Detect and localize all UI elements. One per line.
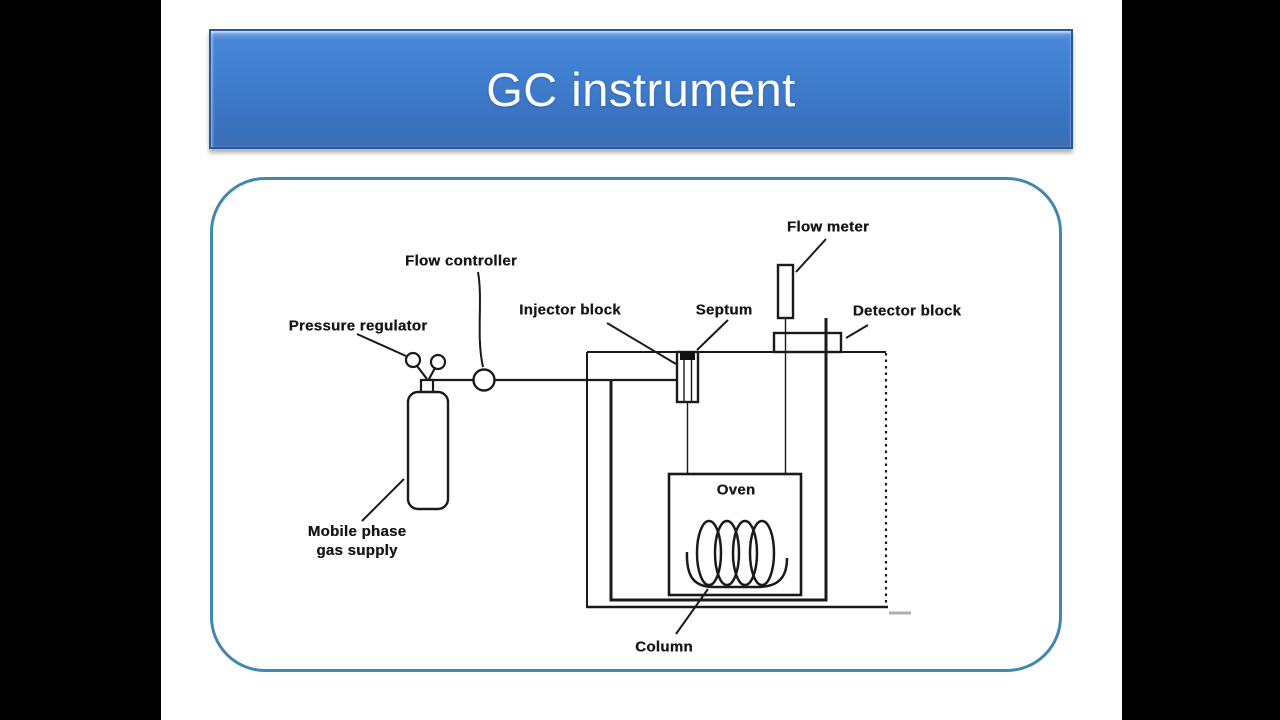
title-banner: GC instrument (209, 29, 1073, 149)
leader-pressure-regulator (356, 333, 407, 357)
label-column: Column (635, 638, 693, 656)
gas-cylinder (406, 390, 450, 511)
label-septum: Septum (695, 301, 753, 319)
label-injector-block: Injector block (519, 301, 621, 319)
leader-flow-meter (795, 238, 827, 273)
label-detector-block: Detector block (852, 302, 962, 320)
label-mobile-phase-gas-supply: Mobile phase gas supply (308, 522, 407, 560)
leader-column (675, 588, 709, 635)
flow-controller-valve (472, 368, 496, 392)
label-pressure-regulator: Pressure regulator (288, 317, 428, 335)
heated-zone-box (609, 318, 828, 602)
leader-injector-block (606, 322, 677, 365)
pressure-regulator (404, 351, 447, 395)
label-mobile-phase-line2: gas supply (316, 542, 398, 559)
leader-detector-block (845, 324, 869, 339)
septum-seal (680, 352, 695, 360)
injector-block (675, 350, 700, 474)
slide-title: GC instrument (486, 62, 796, 116)
label-flow-controller: Flow controller (404, 252, 518, 270)
leader-flow-controller (477, 271, 484, 368)
label-flow-meter: Flow meter (786, 218, 870, 236)
label-oven: Oven (716, 481, 756, 499)
detector-block (772, 331, 843, 354)
leader-lines (356, 238, 869, 635)
flow-meter (776, 263, 795, 474)
column-coil (685, 519, 789, 589)
label-mobile-phase-line1: Mobile phase (307, 523, 407, 540)
leader-septum (696, 319, 729, 351)
diagram-frame (210, 177, 1062, 672)
leader-mobile-phase (361, 478, 405, 522)
